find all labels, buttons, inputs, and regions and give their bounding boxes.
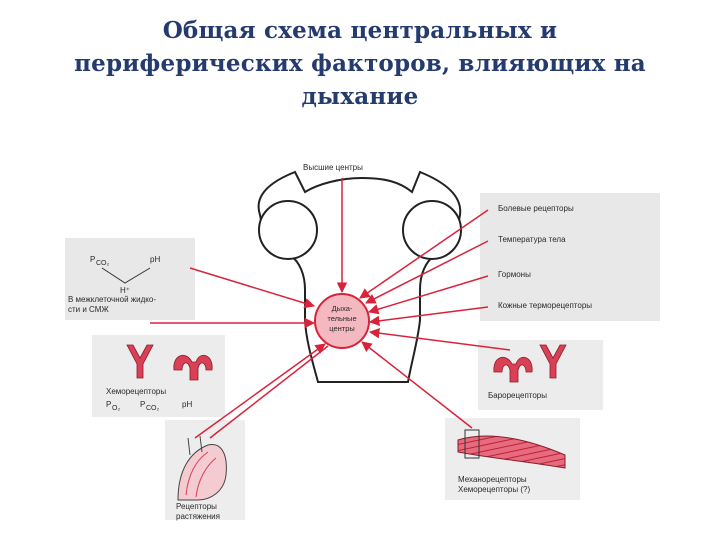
label-pco2: P [140, 400, 145, 409]
label-chemoreceptors-q: Хеморецепторы (?) [458, 485, 530, 494]
label-co2-sub: CO₂ [146, 405, 160, 412]
label-skin-thermoreceptors: Кожные терморецепторы [498, 301, 592, 310]
arrow-interstitial [189, 267, 316, 309]
respiratory-center-label-1: Дыха- [332, 304, 353, 313]
label-co2-sub-interstitial: CO₂ [96, 260, 110, 267]
label-po2: P [106, 400, 111, 409]
right-baroreceptor-panel [478, 340, 603, 410]
label-body-temperature: Температура тела [498, 235, 566, 244]
label-stretch-2: растяжения [176, 512, 220, 521]
arrow-skin-thermo [368, 306, 489, 327]
arrow-baroreceptors [368, 327, 511, 351]
label-higher-centers: Высшие центры [303, 163, 363, 172]
label-interstitial-1: В межклеточной жидко- [68, 295, 156, 304]
brain-outline [257, 170, 462, 383]
arrow-pain [359, 209, 489, 299]
carotid-glyphs [126, 344, 213, 381]
right-labels-panel [480, 193, 660, 321]
label-hormones: Гормоны [498, 270, 531, 279]
title-line-3: дыхание [301, 83, 419, 110]
label-pain-receptors: Болевые рецепторы [498, 204, 574, 213]
label-mechanoreceptors: Механорецепторы [458, 475, 527, 484]
arrow-stretch [194, 343, 326, 439]
baroreceptor-glyphs [493, 344, 567, 383]
arrow-hormones [367, 275, 489, 315]
page-title: Общая схема центральных и периферических… [0, 14, 720, 113]
title-line-2: периферических факторов, влияющих на [74, 50, 646, 77]
label-pco2-interstitial: P [90, 255, 95, 264]
arrow-temperature [365, 240, 489, 304]
title-line-1: Общая схема центральных и [162, 17, 558, 44]
lung-glyph [177, 435, 227, 501]
interstitial-formula: P CO₂ pH H⁺ В межклеточной жидко- сти и … [68, 255, 160, 314]
arrow-stretch-2 [209, 345, 329, 439]
label-interstitial-2: сти и СМЖ [68, 305, 109, 314]
label-baroreceptors: Барорецепторы [488, 391, 547, 400]
label-hplus: H⁺ [120, 286, 130, 295]
label-stretch-1: Рецепторы [176, 502, 217, 511]
arrow-mechanoreceptors [361, 341, 473, 429]
left-chemoreceptor-panel [92, 335, 225, 417]
respiratory-center-label-3: центры [329, 324, 355, 333]
label-ph: pH [182, 400, 192, 409]
label-o2-sub: O₂ [112, 405, 120, 412]
left-interstitial-panel [65, 238, 195, 320]
label-ph-interstitial: pH [150, 255, 160, 264]
label-chemoreceptors: Хеморецепторы [106, 387, 166, 396]
respiratory-center-label-2: тельные [327, 314, 356, 323]
muscle-glyph [457, 429, 566, 469]
